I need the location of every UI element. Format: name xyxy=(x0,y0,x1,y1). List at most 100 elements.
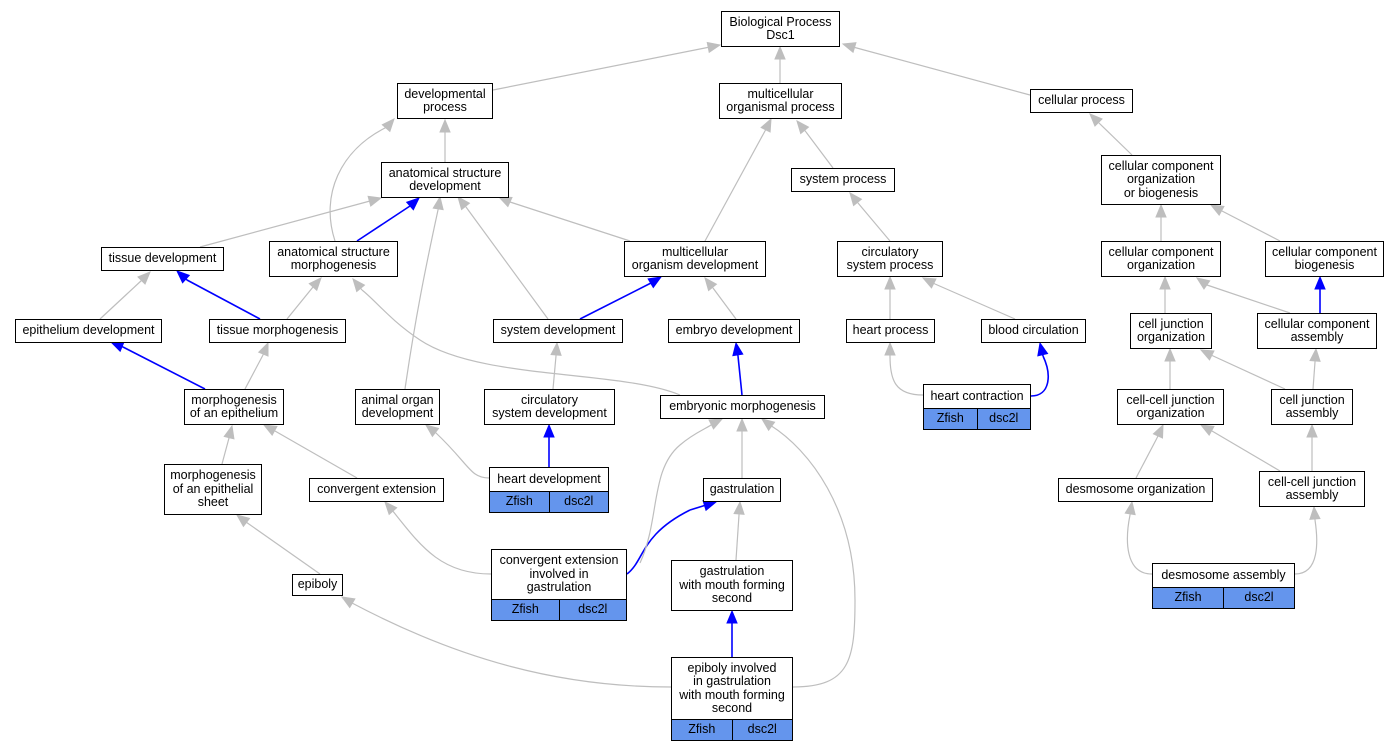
edge-epig-to-epiboly xyxy=(351,602,672,688)
edge-sysproc-to-mop xyxy=(805,131,834,169)
arrowhead-ceig-to-convext xyxy=(384,501,398,516)
annotation-species[interactable]: Zfish xyxy=(511,602,539,617)
edge-embmorph-to-embdev xyxy=(737,355,743,396)
arrowhead-asm-to-asd xyxy=(405,197,420,211)
edge-segment-mod-to-mop xyxy=(764,129,767,132)
arrowhead-morphepi-to-tissmorph xyxy=(257,341,269,357)
node-circulatory-system-development[interactable]: circulatory system development xyxy=(484,389,615,425)
edge-aod-to-asd xyxy=(404,209,439,390)
node-convergent-extension-involved-in-gastrulation[interactable]: convergent extension involved in gastrul… xyxy=(491,549,627,621)
arrowhead-circsp-to-sysproc xyxy=(849,191,863,207)
node-circulatory-system-process[interactable]: circulatory system process xyxy=(837,241,943,277)
node-morphogenesis-of-an-epithelial-sheet[interactable]: morphogenesis of an epithelial sheet xyxy=(164,464,262,515)
node-blood-circulation[interactable]: blood circulation xyxy=(981,319,1086,343)
edge-segment-asm-to-dev xyxy=(385,126,388,129)
node-desmosome-organization[interactable]: desmosome organization xyxy=(1058,478,1213,502)
annotation-row: Zfish dsc2l xyxy=(672,719,792,740)
node-anatomical-structure-morphogenesis[interactable]: anatomical structure morphogenesis xyxy=(269,241,398,277)
arrowhead-heartcontr-to-bloodcirc xyxy=(1037,341,1049,357)
node-cellular-component-organization-or-biogenesis[interactable]: cellular component organization or bioge… xyxy=(1101,155,1221,205)
node-anatomical-structure-development[interactable]: anatomical structure development xyxy=(381,162,509,198)
node-biological-process[interactable]: Biological Process Dsc1 xyxy=(721,11,840,47)
edge-ccob-to-cellproc xyxy=(1098,122,1133,156)
arrowhead-gmfs-to-gastr xyxy=(733,500,745,515)
annotation-gene[interactable]: dsc2l xyxy=(731,720,793,740)
node-cell-cell-junction-assembly[interactable]: cell-cell junction assembly xyxy=(1259,471,1365,507)
node-heart-process[interactable]: heart process xyxy=(846,319,935,343)
annotation-row: Zfish dsc2l xyxy=(924,408,1030,429)
edge-mod-to-mop xyxy=(704,130,766,242)
annotation-species[interactable]: Zfish xyxy=(936,411,964,426)
node-cell-cell-junction-organization[interactable]: cell-cell junction organization xyxy=(1117,389,1224,425)
edge-desmo-to-ccjo xyxy=(1135,437,1158,479)
annotation-gene[interactable]: dsc2l xyxy=(548,492,609,512)
edge-segment-ceig-to-convext xyxy=(391,509,394,512)
edge-embdev-to-mod xyxy=(712,287,737,320)
arrowhead-convext-to-morphepi xyxy=(262,424,278,437)
edge-segment-epig-to-embmorph xyxy=(769,424,772,427)
annotation-species[interactable]: Zfish xyxy=(1174,590,1202,605)
annotation-row: Zfish dsc2l xyxy=(490,491,608,512)
annotation-gene[interactable]: dsc2l xyxy=(976,409,1031,429)
node-embryonic-morphogenesis[interactable]: embryonic morphogenesis xyxy=(660,395,825,419)
node-cellular-component-assembly[interactable]: cellular component assembly xyxy=(1257,313,1377,349)
node-system-process[interactable]: system process xyxy=(791,168,895,192)
edge-asm-to-asd xyxy=(356,205,411,242)
arrowhead-desmoasm-to-ccja xyxy=(1309,505,1321,520)
node-multicellular-organism-development[interactable]: multicellular organism development xyxy=(624,241,766,277)
node-cellular-component-organization[interactable]: cellular component organization xyxy=(1101,241,1221,277)
node-epithelium-development[interactable]: epithelium development xyxy=(15,319,162,343)
edge-epig-to-embmorph xyxy=(769,424,856,688)
edge-dev-to-bp xyxy=(492,46,711,91)
arrowhead-cca-to-cco xyxy=(1195,277,1211,290)
arrowhead-embmorph-to-embdev xyxy=(732,341,744,357)
edge-desmoasm-to-desmo xyxy=(1126,514,1153,575)
edge-morphsheet-to-morphepi xyxy=(221,437,230,465)
edge-tissmorph-to-asm xyxy=(286,286,314,320)
node-developmental-process[interactable]: developmental process xyxy=(397,83,493,119)
arrowhead-circsd-to-sysdev xyxy=(550,341,562,356)
arrowhead-tissmorph-to-asm xyxy=(308,277,322,292)
node-gastrulation[interactable]: gastrulation xyxy=(703,478,781,502)
node-cell-junction-assembly[interactable]: cell junction assembly xyxy=(1271,389,1353,425)
arrowhead-cja-to-cjo xyxy=(1199,349,1215,361)
annotation-gene[interactable]: dsc2l xyxy=(558,600,627,620)
node-multicellular-organismal-process[interactable]: multicellular organismal process xyxy=(719,83,842,119)
node-tissue-morphogenesis[interactable]: tissue morphogenesis xyxy=(209,319,346,343)
arrowhead-asm-to-dev xyxy=(381,118,395,133)
node-embryo-development[interactable]: embryo development xyxy=(668,319,800,343)
node-cellular-component-biogenesis[interactable]: cellular component biogenesis xyxy=(1265,241,1384,277)
arrowhead-sysdev-to-asd xyxy=(457,195,471,211)
annotation-gene[interactable]: dsc2l xyxy=(1223,588,1294,608)
annotation-species[interactable]: Zfish xyxy=(688,722,716,737)
node-cellular-process[interactable]: cellular process xyxy=(1030,89,1133,113)
edge-ccb-to-ccob xyxy=(1221,210,1281,242)
edge-segment-embdev-to-mod xyxy=(712,286,714,289)
node-system-development[interactable]: system development xyxy=(493,319,623,343)
edge-ccja-to-ccjo xyxy=(1211,430,1281,472)
node-animal-organ-development[interactable]: animal organ development xyxy=(355,389,440,425)
node-cell-junction-organization[interactable]: cell junction organization xyxy=(1130,313,1212,349)
edge-morphepi-to-epidev xyxy=(122,346,206,390)
node-epiboly-involved-in-gastrulation-with-mouth-forming-second[interactable]: epiboly involved in gastrulation with mo… xyxy=(671,657,793,741)
arrowhead-epig-to-embmorph xyxy=(760,418,776,432)
edge-heartdev-to-aod xyxy=(434,431,490,479)
edge-sysdev-to-asd xyxy=(465,206,549,320)
node-convergent-extension[interactable]: convergent extension xyxy=(309,478,444,502)
arrowhead-heartcontr-to-heartproc xyxy=(884,341,896,356)
annotation-species[interactable]: Zfish xyxy=(505,494,533,509)
arrowhead-heartdev-to-circsd xyxy=(543,423,555,438)
arrowhead-ccjo-to-cjo xyxy=(1164,347,1176,362)
edge-cca-to-cco xyxy=(1206,284,1291,314)
node-tissue-development[interactable]: tissue development xyxy=(101,247,224,271)
arrowhead-aod-to-asd xyxy=(432,195,444,211)
node-epiboly[interactable]: epiboly xyxy=(292,574,343,596)
edge-ceig-to-embmorph xyxy=(639,422,715,564)
edge-embmorph-to-asm xyxy=(361,289,681,396)
node-gastrulation-with-mouth-forming-second[interactable]: gastrulation with mouth forming second xyxy=(671,560,793,611)
node-morphogenesis-of-an-epithelium[interactable]: morphogenesis of an epithelium xyxy=(184,389,284,425)
